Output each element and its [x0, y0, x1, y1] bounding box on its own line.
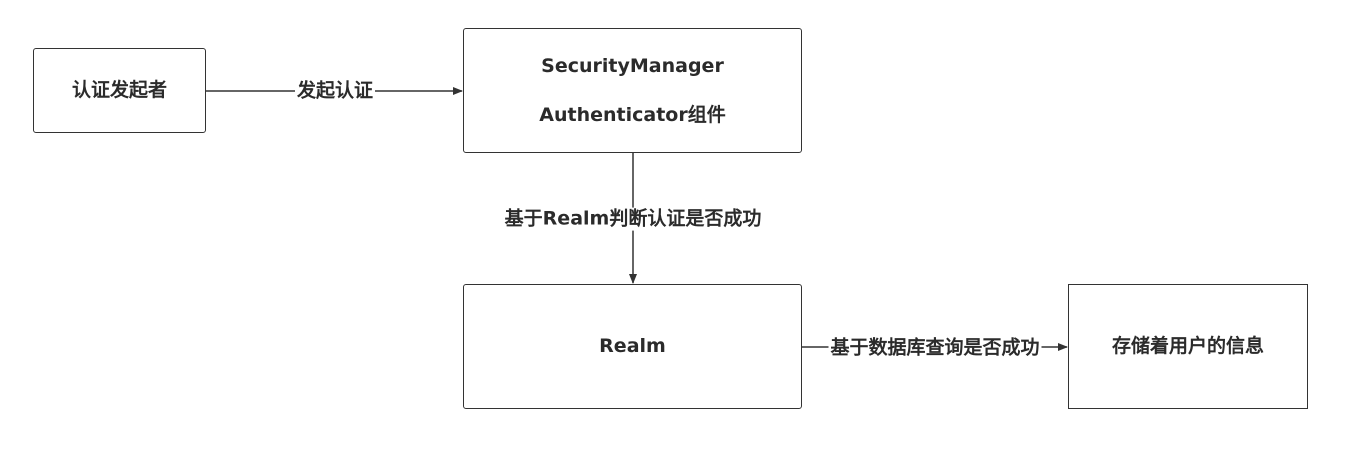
security-manager-title: SecurityManager	[541, 54, 724, 77]
user-storage-node: 存储着用户的信息	[1068, 284, 1308, 409]
initiate-auth-edge-label: 发起认证	[294, 79, 376, 103]
initiator-node: 认证发起者	[33, 48, 206, 133]
realm-label: Realm	[599, 335, 666, 358]
authenticator-component-label: Authenticator组件	[539, 103, 726, 126]
realm-node: Realm	[463, 284, 802, 409]
security-manager-node: SecurityManager Authenticator组件	[463, 28, 802, 153]
db-query-edge-label: 基于数据库查询是否成功	[828, 336, 1042, 360]
user-storage-label: 存储着用户的信息	[1111, 335, 1264, 358]
realm-judge-edge-label: 基于Realm判断认证是否成功	[502, 207, 764, 231]
initiator-label: 认证发起者	[71, 79, 167, 102]
